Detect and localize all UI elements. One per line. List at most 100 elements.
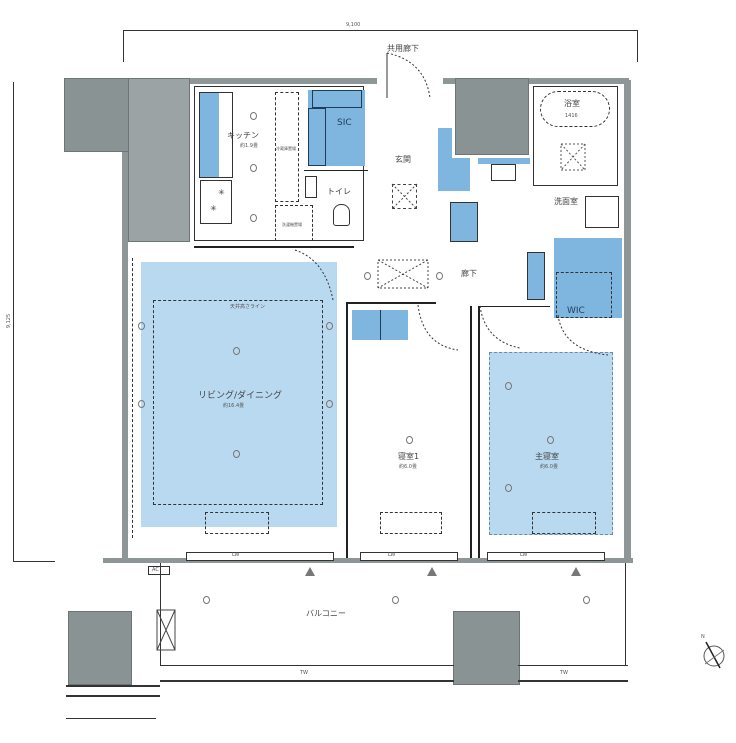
shoe-closet-2 <box>438 158 470 191</box>
washroom-counter <box>478 158 530 164</box>
pillar-bottom-center <box>453 611 520 685</box>
window-master[interactable] <box>487 552 605 561</box>
living-light-1 <box>233 347 240 355</box>
kitchen-size: 約1.9畳 <box>240 143 258 149</box>
handrail-right-label: TW <box>560 670 568 676</box>
bathroom <box>533 86 618 186</box>
bedroom1-floor-heating <box>380 512 442 534</box>
shoe-closet-1 <box>438 128 452 158</box>
wall-master-top <box>478 306 550 307</box>
fridge-label: 冷蔵庫置場 <box>276 146 296 151</box>
living-light-2 <box>233 450 240 458</box>
outer-wall-right <box>624 80 631 560</box>
living-outlet-right-2 <box>326 400 333 408</box>
master-light-2 <box>547 436 554 444</box>
handrail-right <box>518 665 628 682</box>
bedroom1-closet-divider <box>380 310 381 340</box>
balcony-light-1 <box>203 596 210 604</box>
master-door-swing <box>479 305 521 349</box>
sic-shelf-top <box>312 90 362 108</box>
wall-bedroom1-right <box>470 306 472 558</box>
pillar-top-left <box>64 78 130 152</box>
hallway-skylight <box>377 259 429 289</box>
sic-storage <box>308 90 365 166</box>
bath-name: 浴室 <box>564 99 580 108</box>
balcony-light-2 <box>392 596 399 604</box>
washing-machine <box>585 196 619 228</box>
storage-under-washroom <box>450 202 478 242</box>
left-dimension-line <box>13 82 14 562</box>
living-ceiling-line <box>153 300 323 505</box>
wic-name: WIC <box>567 306 585 316</box>
bath-drain <box>560 143 586 171</box>
fridge-space <box>275 92 299 202</box>
bedroom1-light <box>406 436 413 444</box>
hallway-storage <box>527 252 545 300</box>
hallway-name: 廊下 <box>461 269 477 278</box>
living-outlet-left-2 <box>138 400 145 408</box>
balcony-name: バルコニー <box>306 609 346 618</box>
living-outlet-right-1 <box>326 322 333 330</box>
wall-kitchen-bottom <box>194 246 354 248</box>
kitchen-light-3 <box>250 214 257 222</box>
balcony-light-3 <box>583 596 590 604</box>
window-bedroom1-label: LW <box>388 552 396 558</box>
window-master-label: LW <box>520 552 528 558</box>
kitchen-counter <box>199 92 219 178</box>
toilet-name: トイレ <box>327 187 351 196</box>
master-light-1 <box>505 382 512 390</box>
top-dimension-tick-right <box>637 30 638 62</box>
balcony-area <box>160 563 626 665</box>
sic-name: SIC <box>337 118 352 128</box>
living-door-swing <box>294 249 334 301</box>
ac-label: AC <box>152 567 159 573</box>
wall-bedroom1-left <box>346 302 348 558</box>
living-floor <box>141 262 337 527</box>
kitchen-light-2 <box>250 164 257 172</box>
living-floor-heating <box>205 512 269 534</box>
wic-storage <box>554 238 622 318</box>
outer-wall-top-right <box>443 78 629 84</box>
living-name: リビング/ダイニング <box>198 391 283 401</box>
living-size: 約16.4畳 <box>223 403 245 409</box>
toilet-sink <box>305 176 317 198</box>
stove <box>200 180 232 224</box>
wic-door-swing <box>557 314 609 356</box>
washer-space <box>275 205 313 241</box>
balcony-hatch <box>156 609 176 651</box>
handrail-left-label: TW <box>300 670 308 676</box>
living-outlet-left-1 <box>138 322 145 330</box>
pillar-bottom-left <box>68 611 132 685</box>
master-size: 約6.0畳 <box>540 464 558 470</box>
washer-label: 洗濯機置場 <box>282 222 302 227</box>
pillar-top-center <box>455 78 529 155</box>
pillar-top-left-inner <box>128 78 190 242</box>
entrance-storage <box>392 184 417 209</box>
drain-marker-1 <box>305 567 315 576</box>
toilet-bowl <box>333 204 350 226</box>
ac-unit <box>148 566 170 575</box>
wall-bedroom1-top <box>346 302 436 304</box>
left-dimension-tick-bottom <box>13 561 55 562</box>
bathtub <box>540 91 610 127</box>
drain-marker-3 <box>571 567 581 576</box>
bedroom1-name: 寝室1 <box>398 452 420 461</box>
window-bedroom1[interactable] <box>360 552 458 561</box>
top-dimension-tick-left <box>123 30 124 62</box>
top-dimension-label: 9,100 <box>346 22 361 28</box>
sic-toilet-divider <box>304 170 368 171</box>
entrance-storage-cross <box>391 183 418 210</box>
window-living[interactable] <box>186 552 334 561</box>
hallway-light-1 <box>364 272 371 280</box>
wic-shelf-outline <box>556 272 612 318</box>
master-name: 主寝室 <box>535 452 559 461</box>
washroom-sink <box>491 164 516 181</box>
master-floor-heating <box>532 512 596 534</box>
compass-label: N <box>701 634 705 640</box>
bedroom1-door-swing <box>417 304 459 351</box>
stove-burner-2: ✳ <box>210 204 217 213</box>
kitchen-light-1 <box>250 112 257 120</box>
living-left-dashed-edge <box>132 258 133 538</box>
bedroom1-size: 約6.0畳 <box>399 464 417 470</box>
top-dimension-line <box>123 30 638 31</box>
